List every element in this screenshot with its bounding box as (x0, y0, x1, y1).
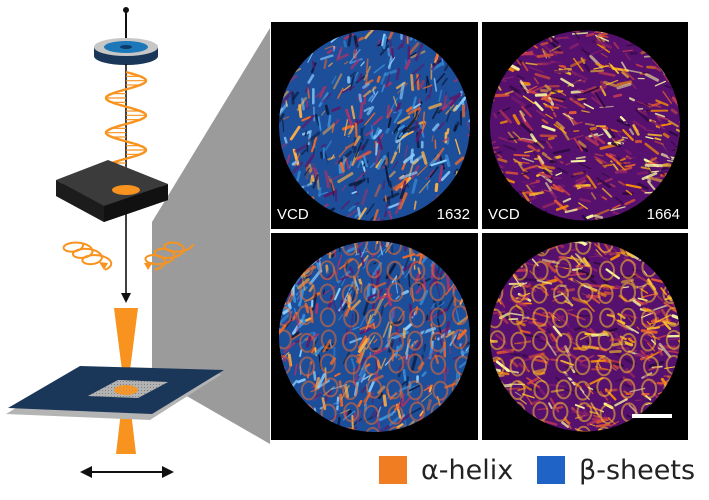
beta-sheets-swatch (537, 456, 565, 484)
sample-stage (6, 366, 224, 420)
image-panel-top-right: VCD 1664 (482, 22, 688, 229)
axis-arrow-icon (121, 293, 131, 303)
scale-bar (632, 414, 672, 418)
measurement-mode-label: VCD (277, 206, 309, 223)
pin-head-icon (123, 7, 129, 13)
legend-item-alpha-helix: α-helix (379, 452, 513, 488)
circular-polarization-icon (62, 241, 194, 271)
zoom-projection-wedge (152, 28, 270, 444)
spiral-curve (62, 241, 113, 271)
legend-label: α-helix (421, 454, 514, 486)
microscopy-image (490, 30, 680, 221)
spiral-arrow-icon (144, 262, 153, 270)
focused-beam (114, 308, 138, 454)
wavenumber-label: 1632 (436, 206, 470, 223)
microscopy-image (490, 241, 680, 432)
polarizer-disk-icon (94, 38, 158, 65)
scan-direction-arrow-icon (80, 466, 174, 478)
wavenumber-label: 1664 (646, 206, 680, 223)
measurement-mode-label: VCD (488, 206, 520, 223)
alpha-helix-swatch (379, 456, 407, 484)
image-panel-bottom-left (271, 233, 478, 440)
legend-label: β-sheets (579, 454, 696, 486)
legend-item-beta-sheets: β-sheets (537, 452, 695, 488)
wave-curve (104, 70, 148, 178)
spiral-curve (144, 241, 194, 271)
spiral-arrow-icon (99, 262, 108, 270)
image-panel-bottom-right (482, 233, 688, 440)
microscopy-image (279, 30, 470, 221)
microscopy-image (279, 241, 470, 432)
image-panel-top-left: VCD 1632 (271, 22, 478, 229)
sample-holder-icon (56, 160, 168, 222)
